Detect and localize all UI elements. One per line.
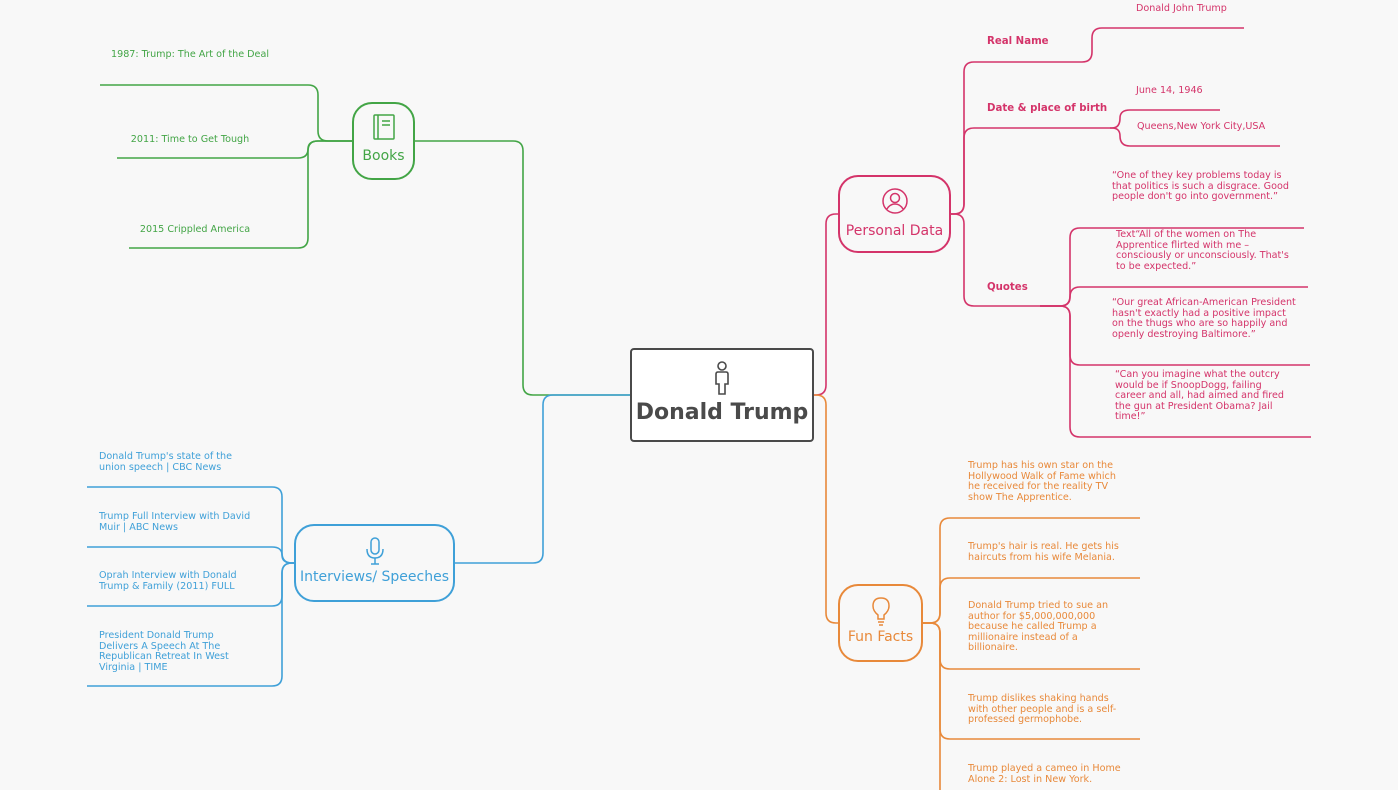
book-item[interactable]: 2015 Crippled America xyxy=(139,224,251,235)
microphone-icon xyxy=(365,537,384,565)
book-item[interactable]: 2011: Time to Get Tough xyxy=(130,134,250,145)
real-name-value[interactable]: Donald John Trump xyxy=(1136,3,1227,14)
interview-item[interactable]: President Donald Trump Delivers A Speech… xyxy=(99,630,229,673)
fun-facts-node[interactable]: Fun Facts xyxy=(838,584,923,662)
fun-facts-label: Fun Facts xyxy=(847,629,914,645)
quotes-label[interactable]: Quotes xyxy=(987,282,1028,293)
fun-fact-item[interactable]: Trump dislikes shaking hands with other … xyxy=(968,693,1117,726)
fun-fact-item[interactable]: Trump has his own star on the Hollywood … xyxy=(968,460,1116,503)
fun-fact-item[interactable]: Trump's hair is real. He gets his haircu… xyxy=(968,541,1119,563)
real-name-label[interactable]: Real Name xyxy=(987,36,1049,47)
root-node[interactable]: Donald Trump xyxy=(630,348,814,442)
fun-fact-item[interactable]: Trump played a cameo in Home Alone 2: Lo… xyxy=(968,763,1121,785)
user-circle-icon xyxy=(881,188,908,214)
lightbulb-icon xyxy=(871,597,890,626)
birth-label[interactable]: Date & place of birth xyxy=(987,103,1108,114)
quote-item[interactable]: “Our great African-American President ha… xyxy=(1112,297,1296,340)
book-icon xyxy=(372,114,395,140)
book-item[interactable]: 1987: Trump: The Art of the Deal xyxy=(110,49,270,60)
books-node[interactable]: Books xyxy=(352,102,415,180)
interviews-node[interactable]: Interviews/ Speeches xyxy=(294,524,455,602)
root-title: Donald Trump xyxy=(635,400,809,425)
person-icon xyxy=(715,361,729,395)
quote-item[interactable]: Text“All of the women on The Apprentice … xyxy=(1116,229,1289,272)
quote-item[interactable]: “Can you imagine what the outcry would b… xyxy=(1115,369,1284,423)
books-label: Books xyxy=(362,148,405,164)
personal-data-label: Personal Data xyxy=(845,223,944,239)
birth-date[interactable]: June 14, 1946 xyxy=(1136,85,1203,96)
fun-fact-item[interactable]: Donald Trump tried to sue an author for … xyxy=(968,600,1109,654)
interview-item[interactable]: Donald Trump's state of the union speech… xyxy=(99,451,233,473)
interviews-label: Interviews/ Speeches xyxy=(299,569,450,585)
birth-place[interactable]: Queens,New York City,USA xyxy=(1137,121,1266,132)
interview-item[interactable]: Trump Full Interview with David Muir | A… xyxy=(99,511,251,533)
quote-item[interactable]: “One of they key problems today is that … xyxy=(1112,170,1289,203)
interview-item[interactable]: Oprah Interview with Donald Trump & Fami… xyxy=(99,570,237,592)
personal-data-node[interactable]: Personal Data xyxy=(838,175,951,253)
